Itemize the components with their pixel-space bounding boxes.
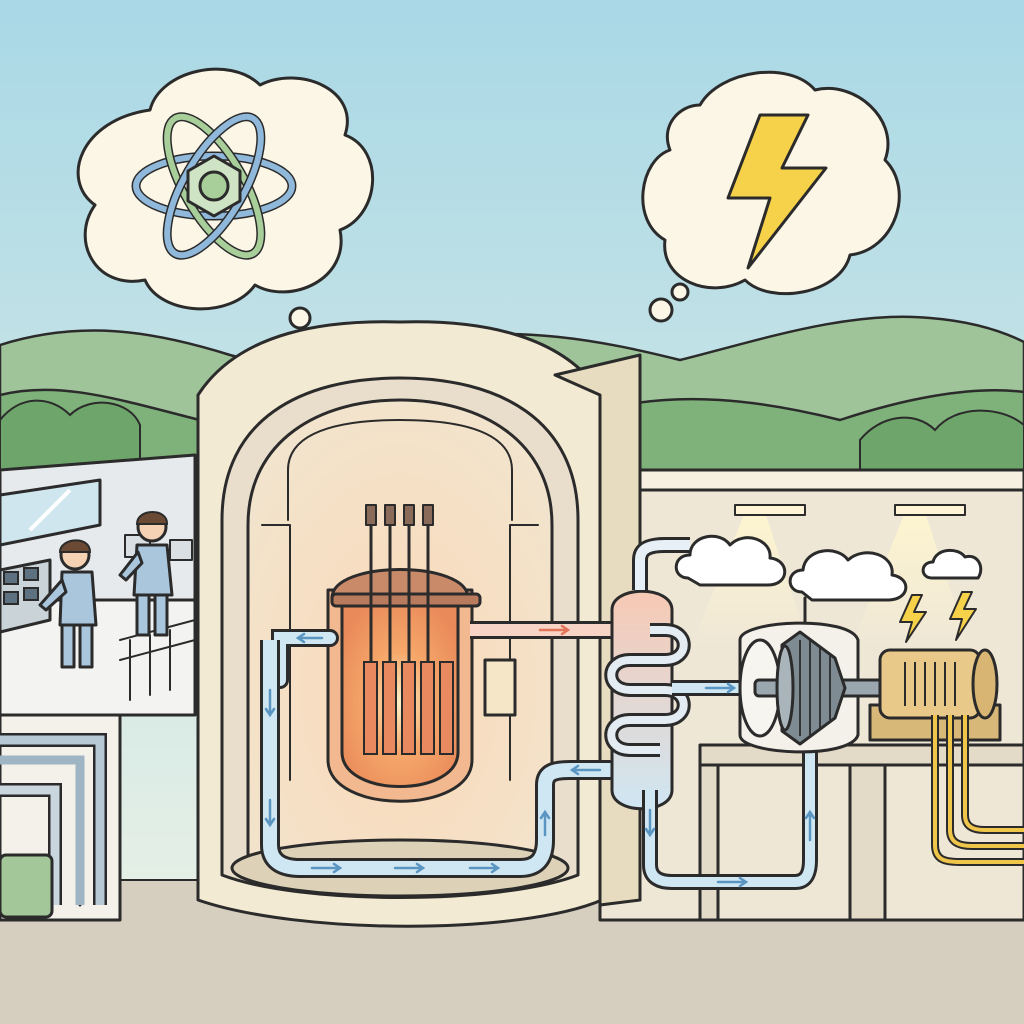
storage-tank bbox=[0, 853, 54, 919]
wall-panel bbox=[169, 539, 193, 561]
thought-bubble-atom bbox=[76, 67, 375, 330]
steam-clouds bbox=[674, 534, 983, 624]
fuel-assemblies bbox=[363, 661, 454, 755]
steam-cloud bbox=[788, 549, 908, 602]
pressurizer-box bbox=[483, 658, 517, 717]
steam-cloud bbox=[674, 534, 787, 587]
control-room bbox=[0, 453, 197, 717]
utility-pipes bbox=[0, 713, 122, 922]
worker-standing bbox=[118, 511, 174, 637]
lightning-bolt-icon bbox=[726, 113, 828, 270]
lightning-bolt-icon bbox=[899, 591, 977, 643]
reactor-vessel bbox=[326, 504, 517, 803]
worker-at-console bbox=[38, 539, 98, 669]
vessel-lid bbox=[330, 568, 470, 600]
thought-bubble-lightning bbox=[641, 70, 901, 323]
control-rods bbox=[365, 504, 434, 665]
steam-generator bbox=[604, 537, 691, 811]
steam-cloud bbox=[921, 548, 983, 580]
trees bbox=[0, 399, 1024, 481]
atom-icon bbox=[131, 112, 297, 260]
flow-arrows bbox=[264, 624, 816, 888]
turbine bbox=[738, 621, 887, 754]
console-screens bbox=[3, 567, 39, 605]
cold-leg-pipe bbox=[260, 640, 625, 878]
generator bbox=[868, 591, 1024, 866]
power-lines bbox=[931, 715, 1024, 866]
